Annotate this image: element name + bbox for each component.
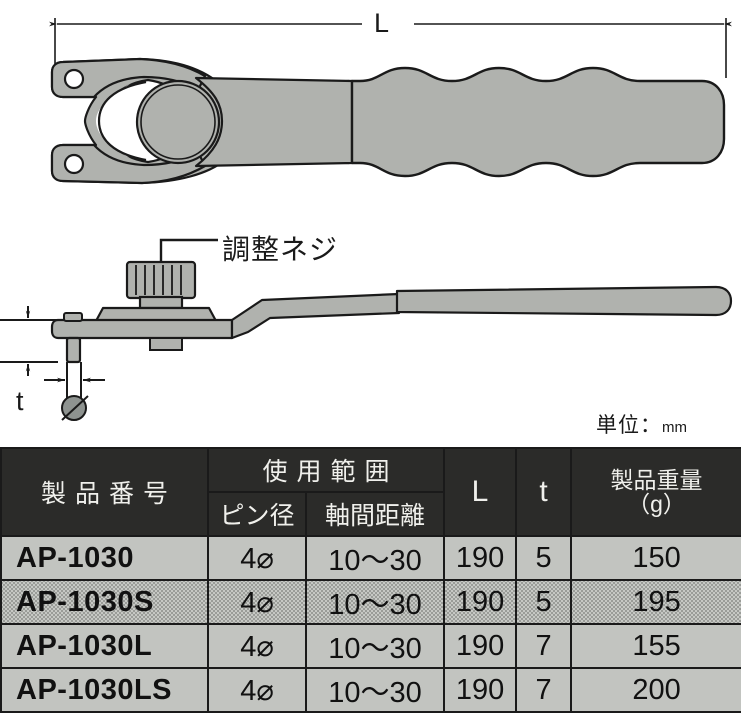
cell-weight: 200 bbox=[570, 667, 741, 713]
header-weight: 製品重量 （g） bbox=[570, 447, 741, 537]
cell-pin-diameter: 4⌀ bbox=[207, 623, 307, 669]
cell-shaft-distance: 10〜30 bbox=[304, 623, 446, 669]
header-pin-diameter: ピン径 bbox=[207, 491, 307, 537]
unit-note: 単位：mm bbox=[596, 409, 687, 439]
cell-length: 190 bbox=[443, 623, 518, 669]
diameter-symbol-icon: ⌀ bbox=[256, 674, 274, 707]
cell-pin-diameter: 4⌀ bbox=[207, 535, 307, 581]
technical-drawing-area: L t 調整ネジ 単位：mm bbox=[0, 8, 733, 439]
pin-hole-lower bbox=[63, 153, 85, 175]
cell-length: 190 bbox=[443, 579, 518, 625]
wrench-drawing-svg bbox=[0, 18, 733, 421]
header-thickness: t bbox=[515, 447, 573, 537]
wrench-grip-top-view bbox=[350, 66, 726, 178]
cell-weight: 195 bbox=[570, 579, 741, 625]
cell-weight: 155 bbox=[570, 623, 741, 669]
header-weight-line1: 製品重量 bbox=[610, 466, 703, 493]
header-weight-line2: （g） bbox=[627, 491, 686, 517]
cell-length: 190 bbox=[443, 667, 518, 713]
diameter-symbol-icon: ⌀ bbox=[256, 630, 274, 663]
dimension-label-L: L bbox=[374, 8, 390, 38]
callout-label-adjustment-screw: 調整ネジ bbox=[222, 234, 339, 265]
dimension-label-t: t bbox=[16, 386, 24, 416]
cell-shaft-distance: 10〜30 bbox=[304, 667, 446, 713]
cell-thickness: 7 bbox=[515, 623, 573, 669]
header-model-no: 製品番号 bbox=[0, 447, 209, 537]
cell-thickness: 5 bbox=[515, 535, 573, 581]
dimension-pin-diameter bbox=[44, 362, 105, 421]
diameter-symbol-icon: ⌀ bbox=[256, 586, 274, 619]
dimension-t bbox=[0, 306, 58, 376]
cell-thickness: 5 bbox=[515, 579, 573, 625]
unit-note-text: 単位： bbox=[596, 414, 662, 437]
cell-model-number: AP-1030S bbox=[0, 579, 209, 625]
adjustment-knob bbox=[125, 260, 197, 300]
diameter-symbol-icon: ⌀ bbox=[256, 542, 274, 575]
cell-pin-diameter: 4⌀ bbox=[207, 579, 307, 625]
cell-length: 190 bbox=[443, 535, 518, 581]
header-shaft-distance: 軸間距離 bbox=[304, 491, 446, 537]
cell-model-number: AP-1030LS bbox=[0, 667, 209, 713]
wrench-top-view-body bbox=[50, 57, 726, 185]
wrench-handle-side-view bbox=[395, 285, 733, 317]
cell-weight: 150 bbox=[570, 535, 741, 581]
cell-model-number: AP-1030L bbox=[0, 623, 209, 669]
table-header-row-1: 製品番号 使用範囲 L t 製品重量 （g） bbox=[0, 447, 741, 537]
table-header-row-2: ピン径 軸間距離 bbox=[1, 491, 741, 537]
cell-shaft-distance: 10〜30 bbox=[304, 579, 446, 625]
wrench-side-view-body bbox=[50, 238, 733, 364]
header-length: L bbox=[443, 447, 518, 537]
header-usage-range: 使用範囲 bbox=[206, 447, 446, 493]
cell-model-number: AP-1030 bbox=[0, 535, 209, 581]
cell-thickness: 7 bbox=[515, 667, 573, 713]
wrench-pin-side-view bbox=[65, 336, 82, 364]
unit-note-value: mm bbox=[662, 419, 687, 436]
pin-hole-upper bbox=[63, 68, 85, 90]
callout-leader-line bbox=[159, 238, 218, 262]
cell-pin-diameter: 4⌀ bbox=[207, 667, 307, 713]
cell-shaft-distance: 10〜30 bbox=[304, 535, 446, 581]
